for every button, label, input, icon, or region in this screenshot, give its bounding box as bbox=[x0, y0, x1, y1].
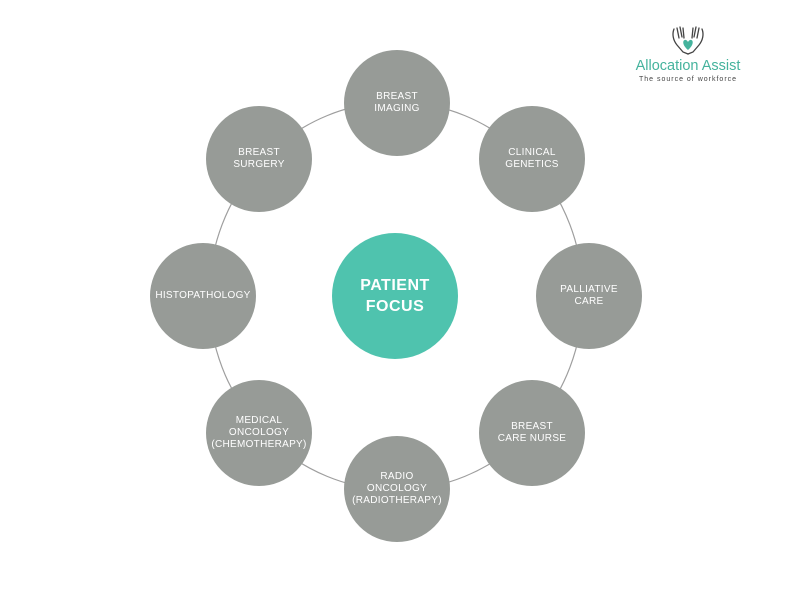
node-label: PALLIATIVE CARE bbox=[560, 284, 618, 307]
node-palliative-care: PALLIATIVE CARE bbox=[536, 243, 642, 349]
node-medical-oncology: MEDICAL ONCOLOGY (CHEMOTHERAPY) bbox=[206, 380, 312, 486]
node-label: CLINICAL GENETICS bbox=[505, 147, 559, 170]
node-label: BREAST CARE NURSE bbox=[497, 421, 567, 444]
node-label: BREAST SURGERY bbox=[233, 147, 285, 170]
center-label: PATIENT FOCUS bbox=[360, 277, 430, 315]
node-clinical-genetics: CLINICAL GENETICS bbox=[479, 106, 585, 212]
node-radio-oncology: RADIO ONCOLOGY (RADIOTHERAPY) bbox=[344, 436, 450, 542]
logo-tagline: The source of workforce bbox=[638, 76, 738, 83]
logo-name: Allocation Assist bbox=[635, 58, 741, 74]
node-breast-imaging: BREAST IMAGING bbox=[344, 50, 450, 156]
logo: Allocation Assist The source of workforc… bbox=[626, 26, 750, 90]
node-label: RADIO ONCOLOGY (RADIOTHERAPY) bbox=[352, 471, 442, 506]
node-label: HISTOPATHOLOGY bbox=[155, 290, 251, 301]
node-histopathology: HISTOPATHOLOGY bbox=[150, 243, 256, 349]
center-patient-focus: PATIENT FOCUS bbox=[332, 233, 458, 359]
node-label: MEDICAL ONCOLOGY (CHEMOTHERAPY) bbox=[211, 415, 307, 450]
node-label: BREAST IMAGING bbox=[374, 91, 420, 114]
node-breast-surgery: BREAST SURGERY bbox=[206, 106, 312, 212]
hands-heart-icon bbox=[672, 26, 704, 55]
node-breast-care-nurse: BREAST CARE NURSE bbox=[479, 380, 585, 486]
